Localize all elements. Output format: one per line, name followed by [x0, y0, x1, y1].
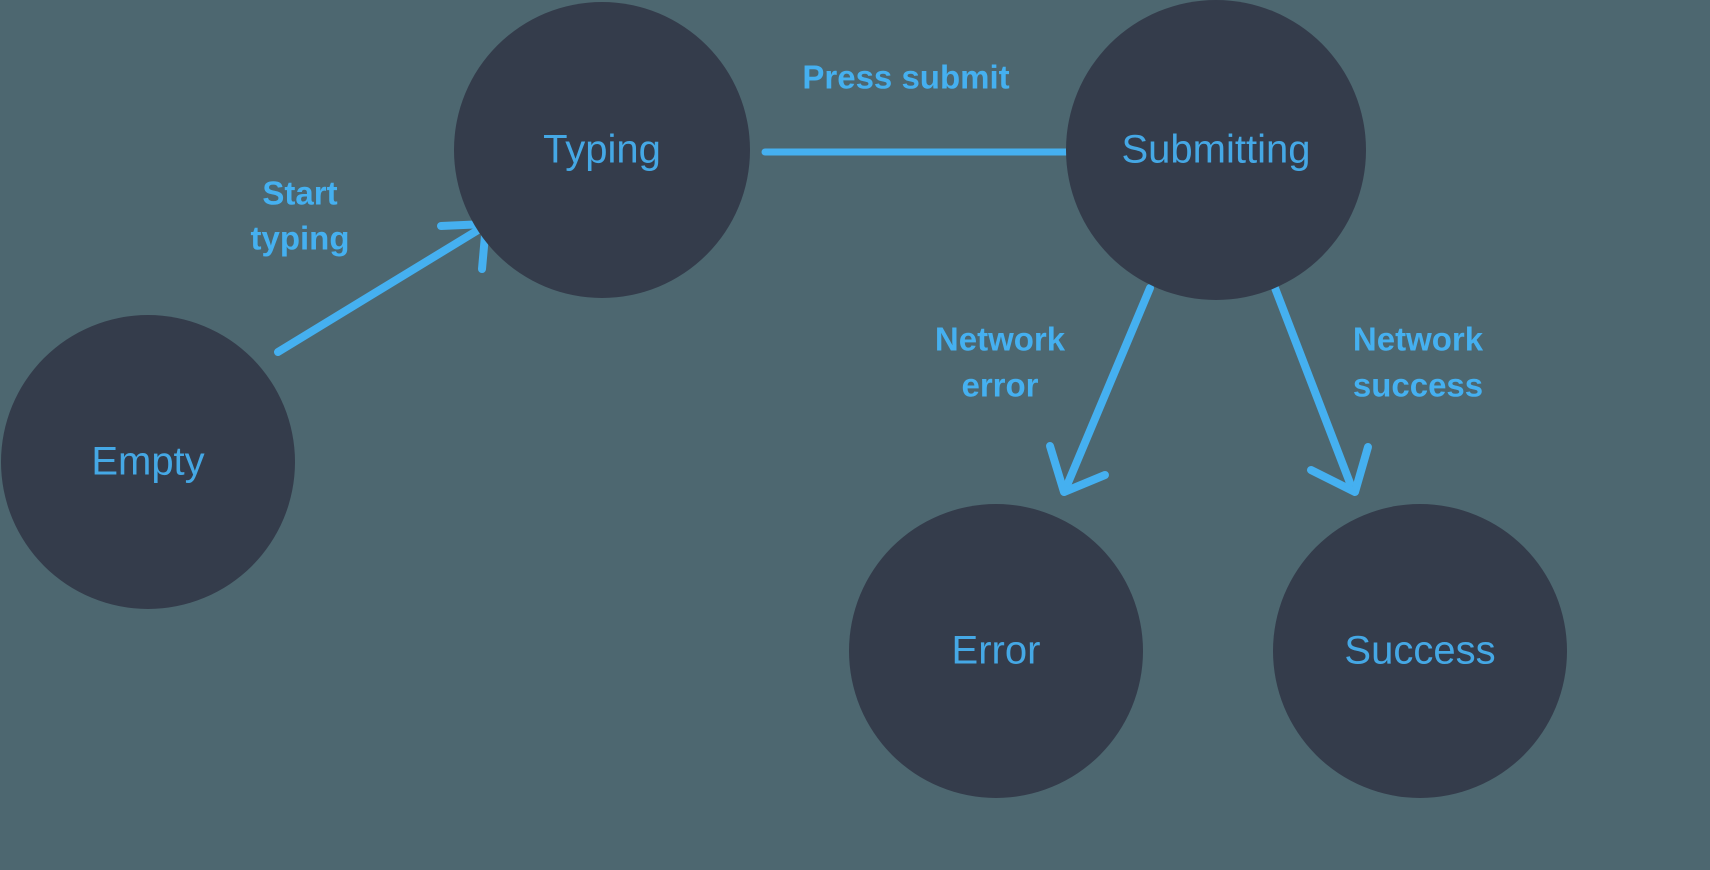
state-node-submitting[interactable]: Submitting [1066, 0, 1366, 300]
edge-label-start-typing-line2: typing [251, 220, 350, 257]
edge-network-error-line [1064, 284, 1154, 487]
state-circle-empty[interactable] [1, 315, 295, 609]
state-label-error: Error [952, 629, 1041, 673]
state-node-typing[interactable]: Typing [454, 2, 750, 298]
state-circle-submitting[interactable] [1066, 0, 1366, 300]
state-label-success: Success [1344, 629, 1495, 673]
edge-network-success: Network success [1271, 284, 1484, 496]
edge-label-start-typing-line1: Start [262, 175, 337, 212]
state-label-empty: Empty [91, 440, 204, 484]
edge-label-network-success-line1: Network [1353, 321, 1484, 358]
edge-label-press-submit: Press submit [802, 59, 1009, 96]
edge-network-error: Network error [935, 284, 1154, 496]
edge-start-typing-line [274, 223, 487, 356]
edge-press-submit: Press submit [761, 59, 1149, 189]
state-circle-typing[interactable] [454, 2, 750, 298]
edge-label-network-error-line1: Network [935, 321, 1066, 358]
edge-label-network-error-line2: error [961, 367, 1038, 404]
state-circle-error[interactable] [849, 504, 1143, 798]
state-label-submitting: Submitting [1122, 128, 1311, 172]
edge-network-error-arrowhead [1046, 442, 1109, 496]
edge-network-success-line [1271, 284, 1354, 487]
state-label-typing: Typing [543, 128, 661, 172]
edge-start-typing: Start typing [251, 175, 490, 356]
state-node-error[interactable]: Error [849, 504, 1143, 798]
edge-label-network-success-line2: success [1353, 367, 1483, 404]
edge-network-success-arrowhead [1307, 443, 1372, 496]
state-node-success[interactable]: Success [1273, 504, 1567, 798]
state-node-empty[interactable]: Empty [1, 315, 295, 609]
state-circle-success[interactable] [1273, 504, 1567, 798]
